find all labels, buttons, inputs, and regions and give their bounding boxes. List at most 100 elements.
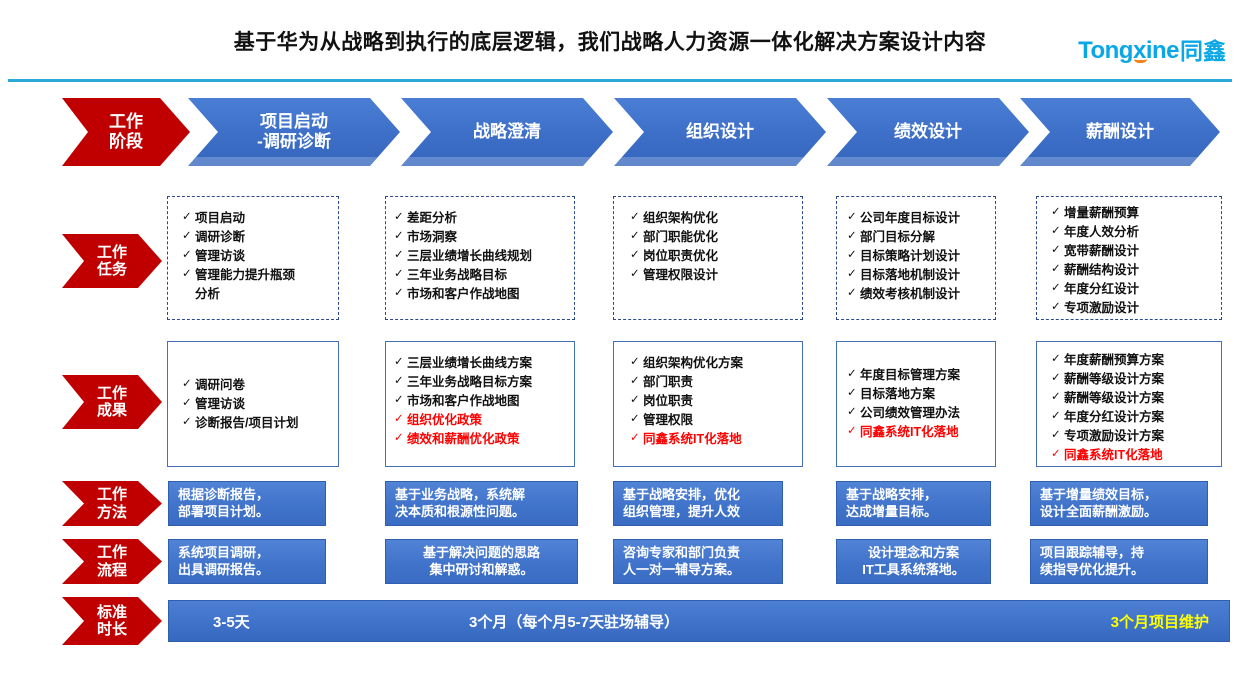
row-label-duration-line1: 标准 <box>96 603 127 621</box>
row-label-task-line1: 工作 <box>96 243 127 261</box>
logo-smile-icon <box>1134 53 1148 63</box>
method-chip-1: 根据诊断报告，部署项目计划。 <box>168 481 326 526</box>
row-label-result-line1: 工作 <box>96 384 127 402</box>
task-item: ✓市场和客户作战地图 <box>394 287 520 301</box>
logo-latin-text: Tongxine <box>1078 37 1179 64</box>
result-box-4: ✓年度目标管理方案 ✓目标落地方案 ✓公司绩效管理办法 ✓同鑫系统IT化落地 <box>836 341 996 467</box>
check-icon: ✓ <box>1051 429 1061 441</box>
result-item: ✓公司绩效管理办法 <box>847 406 961 420</box>
check-icon: ✓ <box>182 378 192 390</box>
row-label-process: 工作 流程 <box>62 539 162 584</box>
check-icon: ✓ <box>630 394 640 406</box>
check-icon: ✓ <box>630 413 640 425</box>
task-box-3: ✓组织架构优化 ✓部门职能优化 ✓岗位职责优化 ✓管理权限设计 <box>613 196 803 320</box>
row-label-process-line2: 流程 <box>96 561 127 579</box>
result-box-3: ✓组织架构优化方案 ✓部门职责 ✓岗位职责 ✓管理权限 ✓同鑫系统IT化落地 <box>613 341 803 467</box>
check-icon: ✓ <box>630 249 640 261</box>
check-icon: ✓ <box>182 211 192 223</box>
task-item: ✓公司年度目标设计 <box>847 211 961 225</box>
result-list-1: ✓调研问卷 ✓管理访谈 ✓诊断报告/项目计划 <box>182 376 338 433</box>
result-item-highlight: ✓同鑫系统IT化落地 <box>1051 448 1163 462</box>
task-item: ✓差距分析 <box>394 211 458 225</box>
check-icon: ✓ <box>847 368 857 380</box>
row-label-process-line1: 工作 <box>96 544 127 562</box>
task-list-4: ✓公司年度目标设计 ✓部门目标分解 ✓目标策略计划设计 ✓目标落地机制设计 ✓绩… <box>847 209 995 304</box>
result-list-2: ✓三层业绩增长曲线方案 ✓三年业务战略目标方案 ✓市场和客户作战地图 ✓组织优化… <box>394 354 574 449</box>
task-item: ✓增量薪酬预算 <box>1051 206 1140 220</box>
check-icon: ✓ <box>394 287 404 299</box>
brand-logo: Tongxine 同鑫 <box>1078 36 1226 66</box>
stage-arrow-5[interactable]: 薪酬设计 <box>1020 98 1220 166</box>
duration-first: 3-5天 <box>213 614 250 631</box>
row-label-result-line2: 成果 <box>96 402 127 419</box>
check-icon: ✓ <box>1051 206 1061 218</box>
result-item: ✓三层业绩增长曲线方案 <box>394 356 533 370</box>
task-list-3: ✓组织架构优化 ✓部门职能优化 ✓岗位职责优化 ✓管理权限设计 <box>630 209 802 285</box>
task-item: ✓岗位职责优化 <box>630 249 719 263</box>
check-icon: ✓ <box>182 249 192 261</box>
task-item: ✓管理访谈 <box>182 249 246 263</box>
result-box-5: ✓年度薪酬预算方案 ✓薪酬等级设计方案 ✓薪酬等级设计方案 ✓年度分红设计方案 … <box>1036 341 1222 467</box>
logo-cjk-text: 同鑫 <box>1180 37 1226 64</box>
row-label-task: 工作 任务 <box>62 234 162 288</box>
stage-arrow-1[interactable]: 项目启动 -调研诊断 <box>188 98 400 166</box>
result-item: ✓年度薪酬预算方案 <box>1051 353 1165 367</box>
task-item: ✓年度分红设计 <box>1051 282 1140 296</box>
row-label-duration: 标准 时长 <box>62 597 162 645</box>
check-icon: ✓ <box>847 249 857 261</box>
task-item-continuation: 分析 <box>195 287 221 301</box>
task-box-1: ✓项目启动 ✓调研诊断 ✓管理访谈 ✓管理能力提升瓶颈 分析 <box>167 196 339 320</box>
check-icon: ✓ <box>847 211 857 223</box>
check-icon: ✓ <box>394 230 404 242</box>
stage-4-label: 绩效设计 <box>894 121 962 141</box>
stage-arrow-row: 工作 阶段 项目启动 -调研诊断 战略澄清 组织设计 绩效设计 薪酬设计 <box>0 98 1240 170</box>
result-item: ✓专项激励设计方案 <box>1051 429 1165 443</box>
task-item: ✓目标策略计划设计 <box>847 249 961 263</box>
page-header: 基于华为从战略到执行的底层逻辑，我们战略人力资源一体化解决方案设计内容 Tong… <box>0 0 1240 82</box>
check-icon: ✓ <box>182 416 192 428</box>
result-item: ✓市场和客户作战地图 <box>394 394 520 408</box>
check-icon: ✓ <box>1051 372 1061 384</box>
check-icon: ✓ <box>394 356 404 368</box>
stage-arrow-2[interactable]: 战略澄清 <box>401 98 613 166</box>
result-item: ✓三年业务战略目标方案 <box>394 375 533 389</box>
check-icon: ✓ <box>394 268 404 280</box>
check-icon: ✓ <box>1051 244 1061 256</box>
header-divider <box>8 79 1232 82</box>
check-icon: ✓ <box>394 394 404 406</box>
check-icon: ✓ <box>394 375 404 387</box>
stage-arrow-4[interactable]: 绩效设计 <box>827 98 1029 166</box>
task-item: ✓部门职能优化 <box>630 230 719 244</box>
result-item: ✓诊断报告/项目计划 <box>182 416 299 430</box>
task-item: ✓部门目标分解 <box>847 230 936 244</box>
check-icon: ✓ <box>1051 353 1061 365</box>
result-item: ✓薪酬等级设计方案 <box>1051 372 1165 386</box>
task-list-5: ✓增量薪酬预算 ✓年度人效分析 ✓宽带薪酬设计 ✓薪酬结构设计 ✓年度分红设计 … <box>1051 204 1221 318</box>
result-list-5: ✓年度薪酬预算方案 ✓薪酬等级设计方案 ✓薪酬等级设计方案 ✓年度分红设计方案 … <box>1051 351 1221 465</box>
duration-last: 3个月项目维护 <box>1110 614 1209 631</box>
page-title: 基于华为从战略到执行的底层逻辑，我们战略人力资源一体化解决方案设计内容 <box>233 31 987 54</box>
result-item-highlight: ✓组织优化政策 <box>394 413 483 427</box>
result-item: ✓目标落地方案 <box>847 387 936 401</box>
task-item: ✓专项激励设计 <box>1051 301 1140 315</box>
check-icon: ✓ <box>1051 301 1061 313</box>
check-icon: ✓ <box>394 432 404 444</box>
stage-3-label: 组织设计 <box>686 121 754 141</box>
result-item: ✓组织架构优化方案 <box>630 356 744 370</box>
check-icon: ✓ <box>394 413 404 425</box>
stage-arrow-3[interactable]: 组织设计 <box>614 98 826 166</box>
stage-5-label: 薪酬设计 <box>1086 121 1154 141</box>
result-item: ✓年度分红设计方案 <box>1051 410 1165 424</box>
task-list-1: ✓项目启动 ✓调研诊断 ✓管理访谈 ✓管理能力提升瓶颈 分析 <box>182 209 338 304</box>
check-icon: ✓ <box>182 230 192 242</box>
check-icon: ✓ <box>630 268 640 280</box>
result-box-2: ✓三层业绩增长曲线方案 ✓三年业务战略目标方案 ✓市场和客户作战地图 ✓组织优化… <box>385 341 575 467</box>
check-icon: ✓ <box>847 387 857 399</box>
method-chip-3: 基于战略安排，优化组织管理，提升人效 <box>613 481 783 526</box>
task-box-2: ✓差距分析 ✓市场洞察 ✓三层业绩增长曲线规划 ✓三年业务战略目标 ✓市场和客户… <box>385 196 575 320</box>
check-icon: ✓ <box>847 268 857 280</box>
row-label-method: 工作 方法 <box>62 481 162 526</box>
check-icon: ✓ <box>630 432 640 444</box>
task-item: ✓调研诊断 <box>182 230 246 244</box>
